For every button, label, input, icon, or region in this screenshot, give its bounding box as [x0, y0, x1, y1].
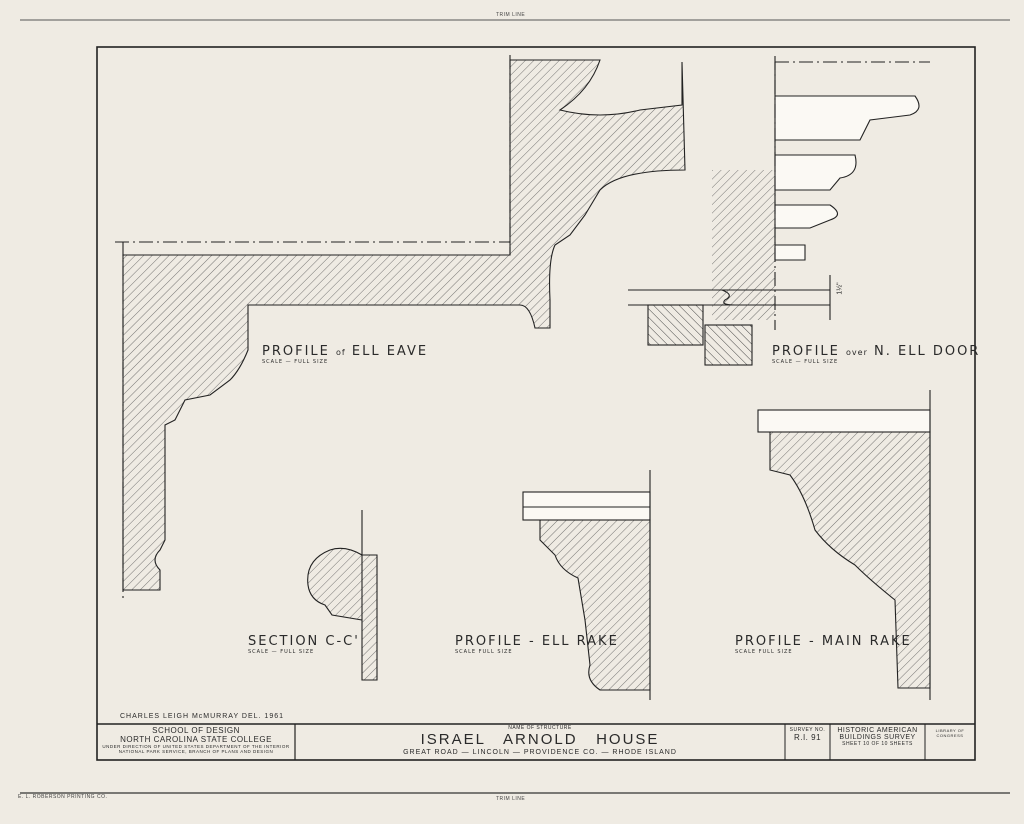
sheet-number: SHEET 10 OF 10 SHEETS: [842, 741, 913, 747]
label-title: PROFILE - ELL RAKE: [455, 634, 619, 649]
library-note: LIBRARY OF CONGRESS: [935, 728, 965, 738]
section-label: SECTION C-C' SCALE — FULL SIZE: [248, 634, 360, 655]
scale-note: SCALE — FULL SIZE: [772, 359, 839, 365]
label-connector: over: [846, 348, 868, 357]
scale-note: SCALE FULL SIZE: [455, 649, 513, 655]
location: GREAT ROAD — LINCOLN — PROVIDENCE CO. — …: [403, 749, 677, 756]
ell-eave-profile: [115, 55, 686, 600]
label-title: PROFILE: [262, 344, 330, 359]
sheet-border: [96, 46, 976, 761]
ell-door-profile: [628, 56, 930, 366]
survey-number: R.I. 91: [793, 733, 822, 742]
delineator: CHARLES LEIGH McMURRAY DEL. 1961: [120, 713, 285, 720]
ell-eave-label: PROFILE of ELL EAVE SCALE — FULL SIZE: [262, 344, 428, 365]
scale-note: SCALE — FULL SIZE: [248, 649, 315, 655]
ell-door-label: PROFILE over N. ELL DOOR SCALE — FULL SI…: [772, 344, 980, 365]
survey-label: SURVEY NO.: [789, 727, 826, 733]
college: NORTH CAROLINA STATE COLLEGE: [120, 735, 272, 744]
title-block-lines: [97, 723, 975, 760]
ell-rake-label: PROFILE - ELL RAKE SCALE FULL SIZE: [455, 634, 619, 655]
scale-note: SCALE FULL SIZE: [735, 649, 793, 655]
bottom-trim-label: TRIM LINE: [496, 796, 526, 802]
service: NATIONAL PARK SERVICE, BRANCH OF PLANS A…: [118, 749, 274, 754]
ell-rake-profile: [522, 470, 651, 700]
name-label: NAME OF STRUCTURE: [508, 725, 572, 731]
label-subject: ELL EAVE: [351, 344, 429, 359]
school: SCHOOL OF DESIGN: [152, 726, 240, 735]
habs-line1: HISTORIC AMERICAN: [837, 727, 918, 734]
printer-note: E. L. ROBERSON PRINTING CO.: [18, 794, 108, 800]
structure-block: NAME OF STRUCTURE ISRAEL ARNOLD HOUSE GR…: [295, 725, 785, 757]
section-cc-profile: [307, 510, 378, 681]
habs-block: HISTORIC AMERICAN BUILDINGS SURVEY SHEET…: [830, 727, 925, 747]
main-rake-label: PROFILE - MAIN RAKE SCALE FULL SIZE: [735, 634, 912, 655]
direction: UNDER DIRECTION OF UNITED STATES DEPARTM…: [102, 744, 290, 749]
main-rake-profile: [757, 390, 931, 700]
survey-block: SURVEY NO. R.I. 91: [785, 727, 830, 742]
structure-name: ISRAEL ARNOLD HOUSE: [420, 731, 660, 748]
label-title: SECTION C-C': [248, 634, 360, 649]
habs-line2: BUILDINGS SURVEY: [839, 734, 916, 741]
dimension-label: 1½": [836, 282, 844, 295]
top-trim-label: TRIM LINE: [496, 12, 526, 18]
label-subject: N. ELL DOOR: [874, 344, 981, 359]
label-title: PROFILE - MAIN RAKE: [735, 634, 912, 649]
label-connector: of: [336, 348, 346, 357]
school-block: SCHOOL OF DESIGN NORTH CAROLINA STATE CO…: [97, 726, 295, 754]
label-title: PROFILE: [772, 344, 840, 359]
scale-note: SCALE — FULL SIZE: [262, 359, 329, 365]
